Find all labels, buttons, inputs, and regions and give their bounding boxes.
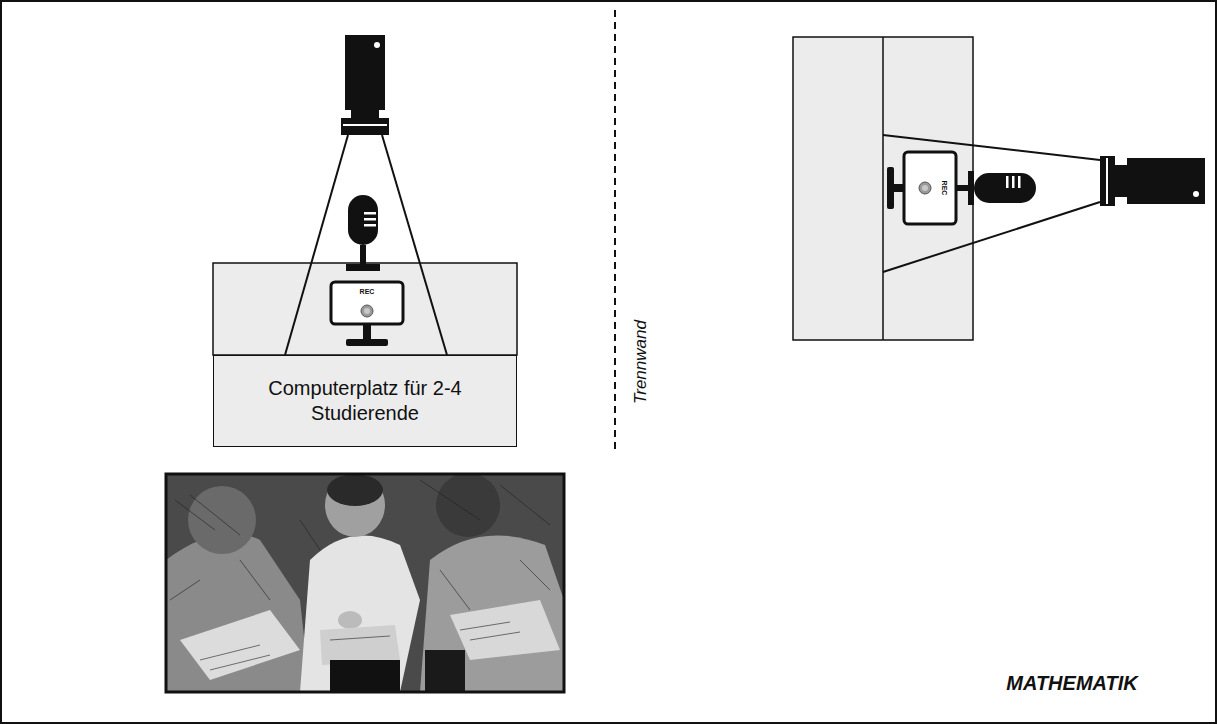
microphone-icon	[956, 171, 1036, 205]
desk	[793, 37, 973, 340]
desk	[213, 263, 517, 355]
screen-label: REC	[941, 181, 948, 196]
monitor-icon	[887, 152, 956, 224]
photo-sketch	[166, 473, 564, 692]
monitor-icon	[331, 282, 403, 346]
desk-edge	[882, 37, 884, 340]
camera-icon	[341, 35, 389, 135]
divider-line	[614, 10, 616, 450]
wall-label: Trennwand	[632, 320, 649, 404]
camera-icon	[1100, 156, 1205, 206]
subject-label: MATHEMATIK	[1006, 673, 1137, 693]
screen-label: REC	[360, 288, 375, 295]
workstation-box: Computerplatz für 2-4 Studierende	[213, 355, 517, 447]
microphone-icon	[346, 195, 380, 271]
box-label: Computerplatz für 2-4 Studierende	[214, 372, 516, 430]
